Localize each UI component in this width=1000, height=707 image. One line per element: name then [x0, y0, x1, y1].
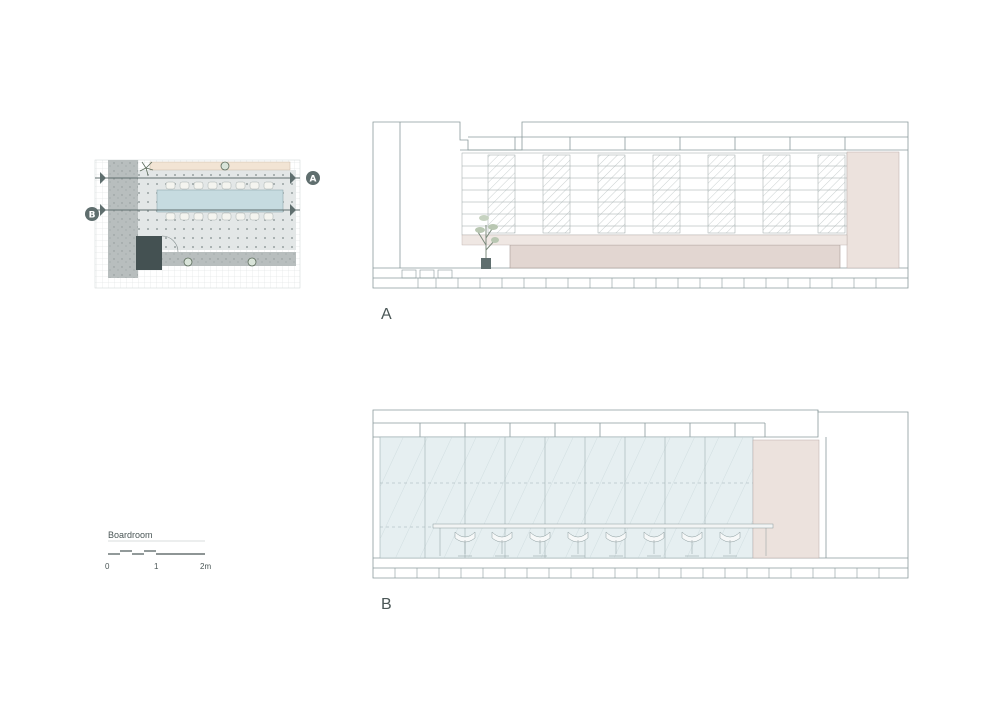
elevation-a-wall-panels: [461, 152, 848, 236]
plan-plant-icon: [139, 161, 257, 267]
elevation-b-table: [432, 523, 774, 529]
section-marker-a-label: A: [310, 175, 317, 185]
elevation-b-pink-panel: [752, 439, 820, 559]
elevation-a-label: A: [381, 306, 393, 323]
scale-title: Boardroom: [108, 530, 153, 540]
elevation-a-floor-structure: [401, 269, 877, 288]
plan-boardroom-table: [156, 189, 284, 213]
elevation-b-floor-structure: [394, 568, 880, 578]
section-marker-b-icon: [85, 207, 99, 221]
elevation-a-plant-icon: [475, 215, 499, 269]
plan-corridor: [108, 160, 138, 278]
scale-tick-0: 0: [105, 562, 110, 571]
plan-chairs-top: [165, 181, 274, 190]
plan-dark-block: [136, 236, 162, 270]
section-marker-b-label: B: [89, 211, 96, 221]
plan-chairs-bottom: [165, 212, 274, 221]
plan-bottom-strip: [160, 252, 296, 266]
scale-tick-2m: 2m: [200, 562, 212, 571]
plan-door-swing: [161, 235, 179, 253]
scale-tick-1: 1: [154, 562, 159, 571]
elevation-a-pink-panel: [846, 151, 900, 269]
elevation-b-label: B: [381, 596, 393, 613]
section-marker-a-icon: [306, 171, 320, 185]
elevation-b-chairs: [454, 531, 741, 557]
plan-cabinet-band: [149, 161, 291, 171]
scale-bar-segments: [108, 550, 205, 555]
